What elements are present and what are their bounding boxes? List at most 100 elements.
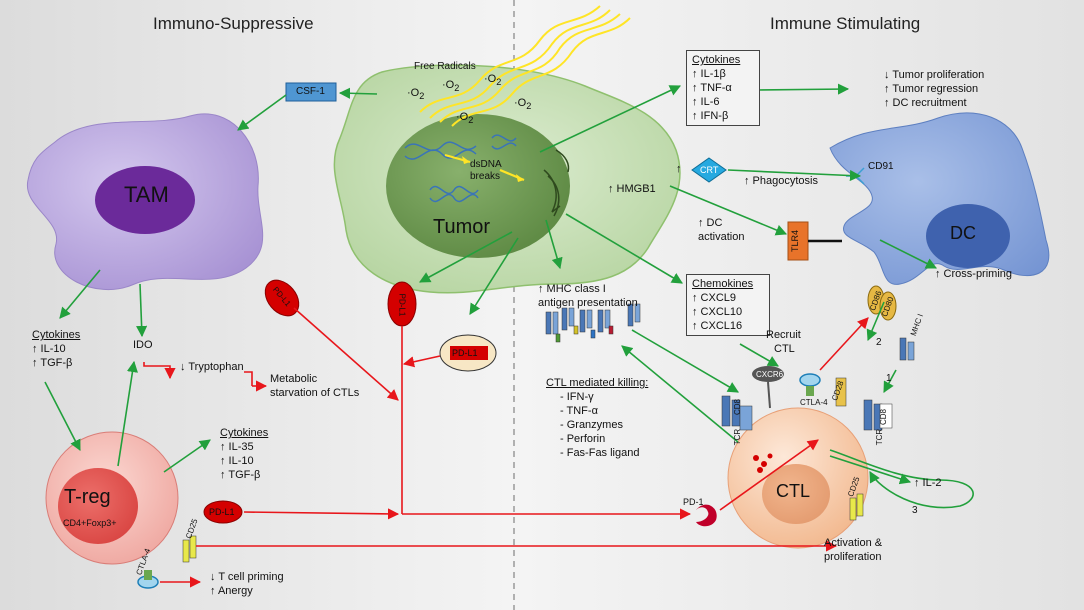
dc-nucleus [926, 204, 1010, 268]
dc-label: DC [950, 223, 976, 243]
chemokine-item: ↑ CXCL10 [692, 306, 743, 318]
cxcr6-label: CXCR6 [756, 370, 784, 379]
priming-label-2: ↑ Anergy [210, 585, 253, 597]
dc-mhc-receptor [899, 337, 915, 361]
hmgb1-label: ↑ HMGB1 [608, 183, 656, 195]
tumor-label: Tumor [433, 216, 491, 238]
tryptophan-label: ↓ Tryptophan [180, 361, 244, 373]
tam-cytokines: Cytokines ↑ IL-10 ↑ TGF-β [32, 328, 80, 370]
cytokine-item: ↑ IL-6 [692, 96, 720, 108]
outcome-item: ↑ DC recruitment [884, 97, 967, 109]
dna-helices [404, 134, 517, 203]
recruit-label-2: CTL [774, 343, 795, 355]
radiation-beams [419, 5, 631, 127]
ctl-killing-list: CTL mediated killing: - IFN-γ - TNF-α - … [546, 376, 648, 460]
treg-label: T-reg [64, 486, 111, 508]
outcome-item: ↓ Tumor proliferation [884, 69, 985, 81]
chemokine-item: ↑ CXCL16 [692, 320, 743, 332]
radical-2: ·O2 [442, 79, 460, 94]
chemokines-title: Chemokines [692, 278, 754, 290]
tcr-left-label: TCR [733, 428, 743, 446]
header-right: Immune Stimulating [770, 14, 921, 33]
csf1-label: CSF-1 [296, 86, 325, 97]
ctl-killing-item: - IFN-γ [560, 391, 594, 403]
mhc-presentation-2: antigen presentation [538, 297, 638, 309]
ctl-killing-item: - Granzymes [560, 419, 623, 431]
granules [753, 453, 773, 473]
cxcr6-receptor [752, 366, 784, 382]
pdl1-treg-label: PD-L1 [209, 507, 235, 517]
cytokines-top-box: Cytokines ↑ IL-1β ↑ TNF-α ↑ IL-6 ↑ IFN-β [686, 50, 760, 126]
step-3: 3 [912, 505, 918, 516]
tam-cytokine-item: ↑ TGF-β [32, 357, 73, 369]
step-2: 2 [876, 337, 882, 348]
chemokines-box: Chemokines ↑ CXCL9 ↑ CXCL10 ↑ CXCL16 [686, 274, 770, 336]
suppressive-arrows [143, 307, 869, 588]
pdl1-tumor-label: PD-L1 [397, 293, 407, 317]
treg-cytokine-item: ↑ IL-35 [220, 441, 254, 453]
ctl-receptors [182, 377, 893, 563]
ctl-nucleus [762, 464, 830, 524]
treg-nucleus [58, 468, 138, 544]
pdl1-glyphs [203, 279, 497, 524]
radical-1: ·O2 [407, 87, 425, 102]
ido-label: IDO [133, 339, 153, 351]
ctl-killing-item: - Fas-Fas ligand [560, 447, 640, 459]
dc-activation-2: activation [698, 231, 745, 243]
ctla4-glyphs [137, 373, 821, 589]
breaks-label: breaks [470, 171, 501, 182]
header-left: Immuno-Suppressive [153, 14, 314, 33]
chromatin [543, 149, 570, 217]
cytokine-item: ↑ IFN-β [692, 110, 729, 122]
ctl-killing-item: - TNF-α [560, 405, 598, 417]
recruit-label-1: Recruit [766, 329, 801, 341]
dsdna-label: dsDNA [470, 159, 502, 170]
csf1-box [285, 82, 337, 102]
cross-priming-label: ↑ Cross-priming [935, 268, 1013, 280]
activation-label-2: proliferation [824, 551, 882, 563]
pd1-label: PD-1 [683, 497, 704, 507]
outcomes-list: ↓ Tumor proliferation ↑ Tumor regression… [884, 68, 984, 110]
mhc-presentation-1: ↑ MHC class I [538, 283, 606, 295]
tam-cytokine-item: ↑ IL-10 [32, 343, 66, 355]
pd1-receptor [696, 504, 717, 527]
outcome-item: ↑ Tumor regression [884, 83, 979, 95]
treg-cytokines: Cytokines ↑ IL-35 ↑ IL-10 ↑ TGF-β [220, 426, 268, 482]
chemokine-item: ↑ CXCL9 [692, 292, 737, 304]
radical-3: ·O2 [484, 73, 502, 88]
crt-glyph [691, 157, 727, 183]
radical-5: ·O2 [456, 111, 474, 126]
cd91-label: CD91 [868, 161, 894, 172]
treg-cytokine-item: ↑ IL-10 [220, 455, 254, 467]
phagocytosis-label: ↑ Phagocytosis [744, 175, 818, 187]
tam-nucleus [95, 166, 195, 234]
cd8-left-label: CD8 [733, 398, 743, 416]
cytokine-item: ↑ IL-1β [692, 68, 726, 80]
costim-ligands [867, 285, 897, 321]
radical-4: ·O2 [514, 97, 532, 112]
activation-label-1: Activation & [824, 537, 883, 549]
priming-label-1: ↓ T cell priming [210, 571, 284, 583]
dc-activation-1: ↑ DC [698, 217, 723, 229]
il2-label: ↑ IL-2 [914, 477, 942, 489]
treg-cytokines-title: Cytokines [220, 427, 269, 439]
tlr4-label: TLR4 [790, 229, 801, 253]
ctl-killing-title: CTL mediated killing: [546, 377, 649, 389]
cytokine-item: ↑ TNF-α [692, 82, 732, 94]
ctl-killing-item: - Perforin [560, 433, 606, 445]
metabolic-label-1: Metabolic [270, 373, 318, 385]
tcr-right-label: TCR [875, 428, 885, 446]
ctl-label: CTL [776, 481, 811, 501]
treg-cytokine-item: ↑ TGF-β [220, 469, 261, 481]
pdl1-free-label: PD-L1 [452, 348, 478, 358]
mhc-receptors [545, 303, 641, 343]
stimulating-arrows [44, 83, 974, 509]
treg-sub-label: CD4+Foxp3+ [63, 518, 117, 528]
free-radicals-label: Free Radicals [414, 61, 476, 72]
tam-label: TAM [124, 182, 169, 207]
tam-cytokines-title: Cytokines [32, 329, 81, 341]
cytokines-top-title: Cytokines [692, 54, 741, 66]
ctla4-ctl-label: CTLA-4 [800, 398, 828, 407]
